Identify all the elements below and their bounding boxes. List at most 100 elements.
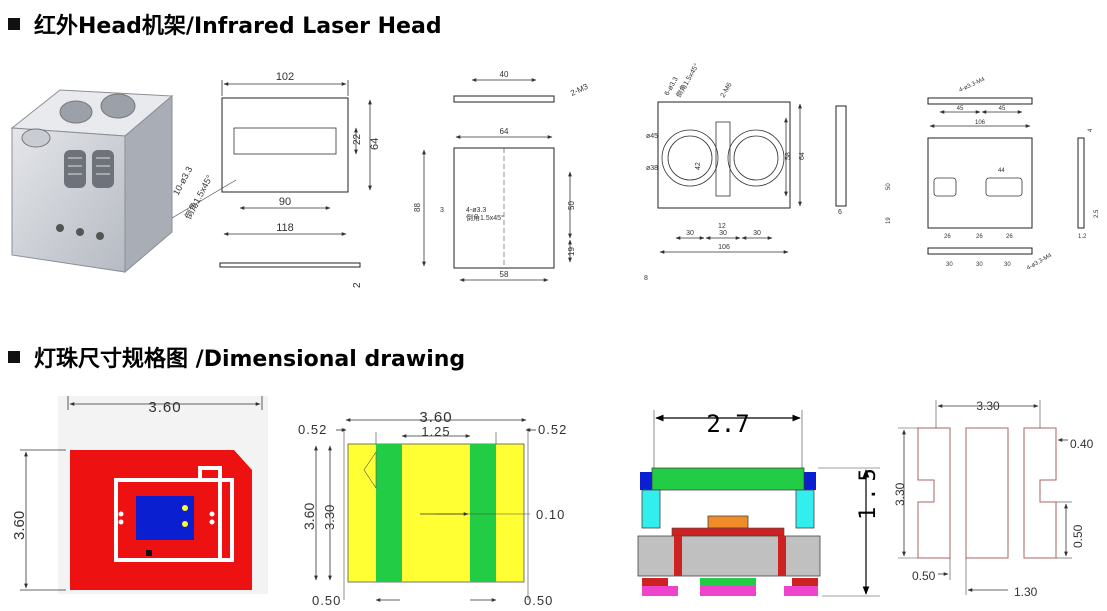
dim-label: 4	[1088, 128, 1094, 132]
plate-top-view	[927, 97, 1033, 105]
dim-label: 1.25	[421, 424, 450, 439]
drawing-plate-dual-hole: 64 58 106 30 30 30 12 42 ø45 ø38 6-ø3.3 …	[644, 62, 847, 282]
pad-blue-die	[136, 496, 194, 540]
dim-label: 30	[719, 230, 727, 237]
dim-label: 3.60	[148, 399, 181, 416]
dim-label: 2.7	[706, 410, 749, 438]
led-cross-section: 2.7 1.5	[637, 410, 881, 597]
dim-label: 19	[567, 247, 576, 256]
dim-label: 倒角1.5x45°	[466, 213, 504, 222]
dim-label: 0.50	[912, 569, 936, 583]
dim-label: 2.5	[1094, 209, 1100, 218]
pad-right	[1023, 427, 1057, 559]
dim-label: 50	[886, 183, 892, 190]
dim-label: 0.40	[1070, 437, 1094, 451]
plate-outline	[927, 137, 1033, 229]
led-pad-layout: 3.60 3.60	[11, 396, 268, 594]
dim-label: ø45	[646, 133, 658, 140]
pad-pink-center	[700, 586, 756, 596]
dim-label: 6	[838, 209, 842, 216]
dim-label: 1.30	[1014, 585, 1038, 599]
pad-pink-left	[642, 586, 678, 596]
substrate-gray	[637, 535, 821, 577]
lens-green-cap	[651, 467, 805, 491]
dim-label: 19	[886, 217, 892, 224]
dim-label: 3.30	[893, 482, 907, 506]
dim-label: 90	[279, 196, 291, 208]
dim-label: 58	[500, 270, 509, 279]
dim-label: 58	[785, 152, 792, 160]
dim-label: 30	[1004, 262, 1011, 268]
dim-label: 40	[500, 70, 509, 79]
section-title-dimensional: 灯珠尺寸规格图 /Dimensional drawing	[8, 341, 465, 373]
plate-outline	[221, 97, 349, 193]
dim-label: 44	[998, 168, 1005, 174]
led-green-band-right	[470, 444, 496, 582]
led-green-band-left	[376, 444, 402, 582]
dim-label: 50	[567, 201, 576, 210]
dim-label: 3.30	[322, 505, 337, 530]
lens-hole-left	[661, 129, 719, 187]
pad-center	[965, 427, 1009, 559]
dim-label: 1.5	[856, 462, 881, 520]
dim-label: 106	[718, 244, 730, 251]
slot-window	[233, 127, 337, 155]
dim-label: 45	[999, 106, 1006, 112]
dim-label: 4-ø3.3	[466, 207, 486, 214]
dim-label: 64	[799, 152, 806, 160]
plate-bottom-view	[927, 247, 1033, 255]
dim-label: 3.60	[11, 511, 28, 540]
plate-side-view	[1077, 137, 1085, 229]
dim-label: 0.50	[312, 593, 341, 608]
dim-label: 2	[352, 282, 363, 288]
plate-side-view	[835, 105, 847, 207]
dim-label: 45	[957, 106, 964, 112]
dim-label: 30	[753, 230, 761, 237]
drawing-plate-slotted: 4-ø3.3-M4 45 45 106 44 50 19 26 26 26 30…	[886, 76, 1100, 271]
drawing-plate-side: 40 2-M3 64 88 50 19 58 3 4-ø3.3 倒角1.5x45…	[413, 70, 590, 282]
dim-label: 1.2	[1078, 234, 1087, 240]
dim-label: 30	[976, 262, 983, 268]
dim-label: 4-ø3.3-M4	[1026, 252, 1054, 271]
dim-label: 0.10	[536, 507, 565, 522]
lens-hole-right	[727, 129, 785, 187]
dim-label: ø38	[646, 165, 658, 172]
section-title-text: 灯珠尺寸规格图 /Dimensional drawing	[34, 347, 466, 372]
dim-label: 26	[944, 234, 951, 240]
led-top-view: 3.60 1.25 0.52 0.52 3.60 3.30 0.10 0.50 …	[298, 409, 567, 608]
dim-label: 2-M3	[569, 82, 590, 98]
dim-label: 3	[440, 207, 444, 214]
dim-label: 64	[500, 127, 509, 136]
chip-orange-die	[707, 515, 749, 529]
dim-label: 2-M6	[720, 82, 734, 99]
pad-left	[917, 427, 951, 559]
led-pad-footprint: 3.30 3.30 0.40 0.50 0.50 1.30	[893, 399, 1094, 599]
dim-label: 22	[352, 133, 363, 145]
dim-label: 118	[276, 222, 294, 234]
drawing-plate-front: 102 22 64 90 118 10-ø3.3 倒角1.5x45° 2	[171, 71, 381, 288]
dim-label: 30	[686, 230, 694, 237]
dim-label: 3.60	[301, 503, 317, 530]
pad-pink-right	[784, 586, 818, 596]
dim-label: 4-ø3.3-M4	[958, 76, 986, 93]
dim-label: 88	[413, 203, 422, 212]
dim-label: 0.52	[538, 422, 567, 437]
dim-label: 8	[644, 275, 648, 282]
dim-label: 26	[1006, 234, 1013, 240]
dim-label: 0.52	[298, 422, 327, 437]
dim-label: 0.50	[524, 593, 553, 608]
dim-label: 12	[718, 223, 726, 230]
dim-label: 30	[946, 262, 953, 268]
dim-label: 0.50	[1071, 524, 1085, 548]
dim-label: 42	[695, 162, 702, 170]
section-title-infrared-head: 红外Head机架/Infrared Laser Head	[8, 8, 442, 40]
section-title-text: 红外Head机架/Infrared Laser Head	[34, 14, 442, 39]
square-bullet-icon	[8, 18, 20, 30]
dim-label: 64	[369, 138, 381, 150]
square-bullet-icon	[8, 351, 20, 363]
dim-label: 26	[976, 234, 983, 240]
dim-label: 3.60	[419, 409, 452, 426]
dim-label: 102	[276, 71, 294, 83]
head-3d-render	[10, 89, 174, 274]
dim-label: 106	[975, 120, 986, 126]
